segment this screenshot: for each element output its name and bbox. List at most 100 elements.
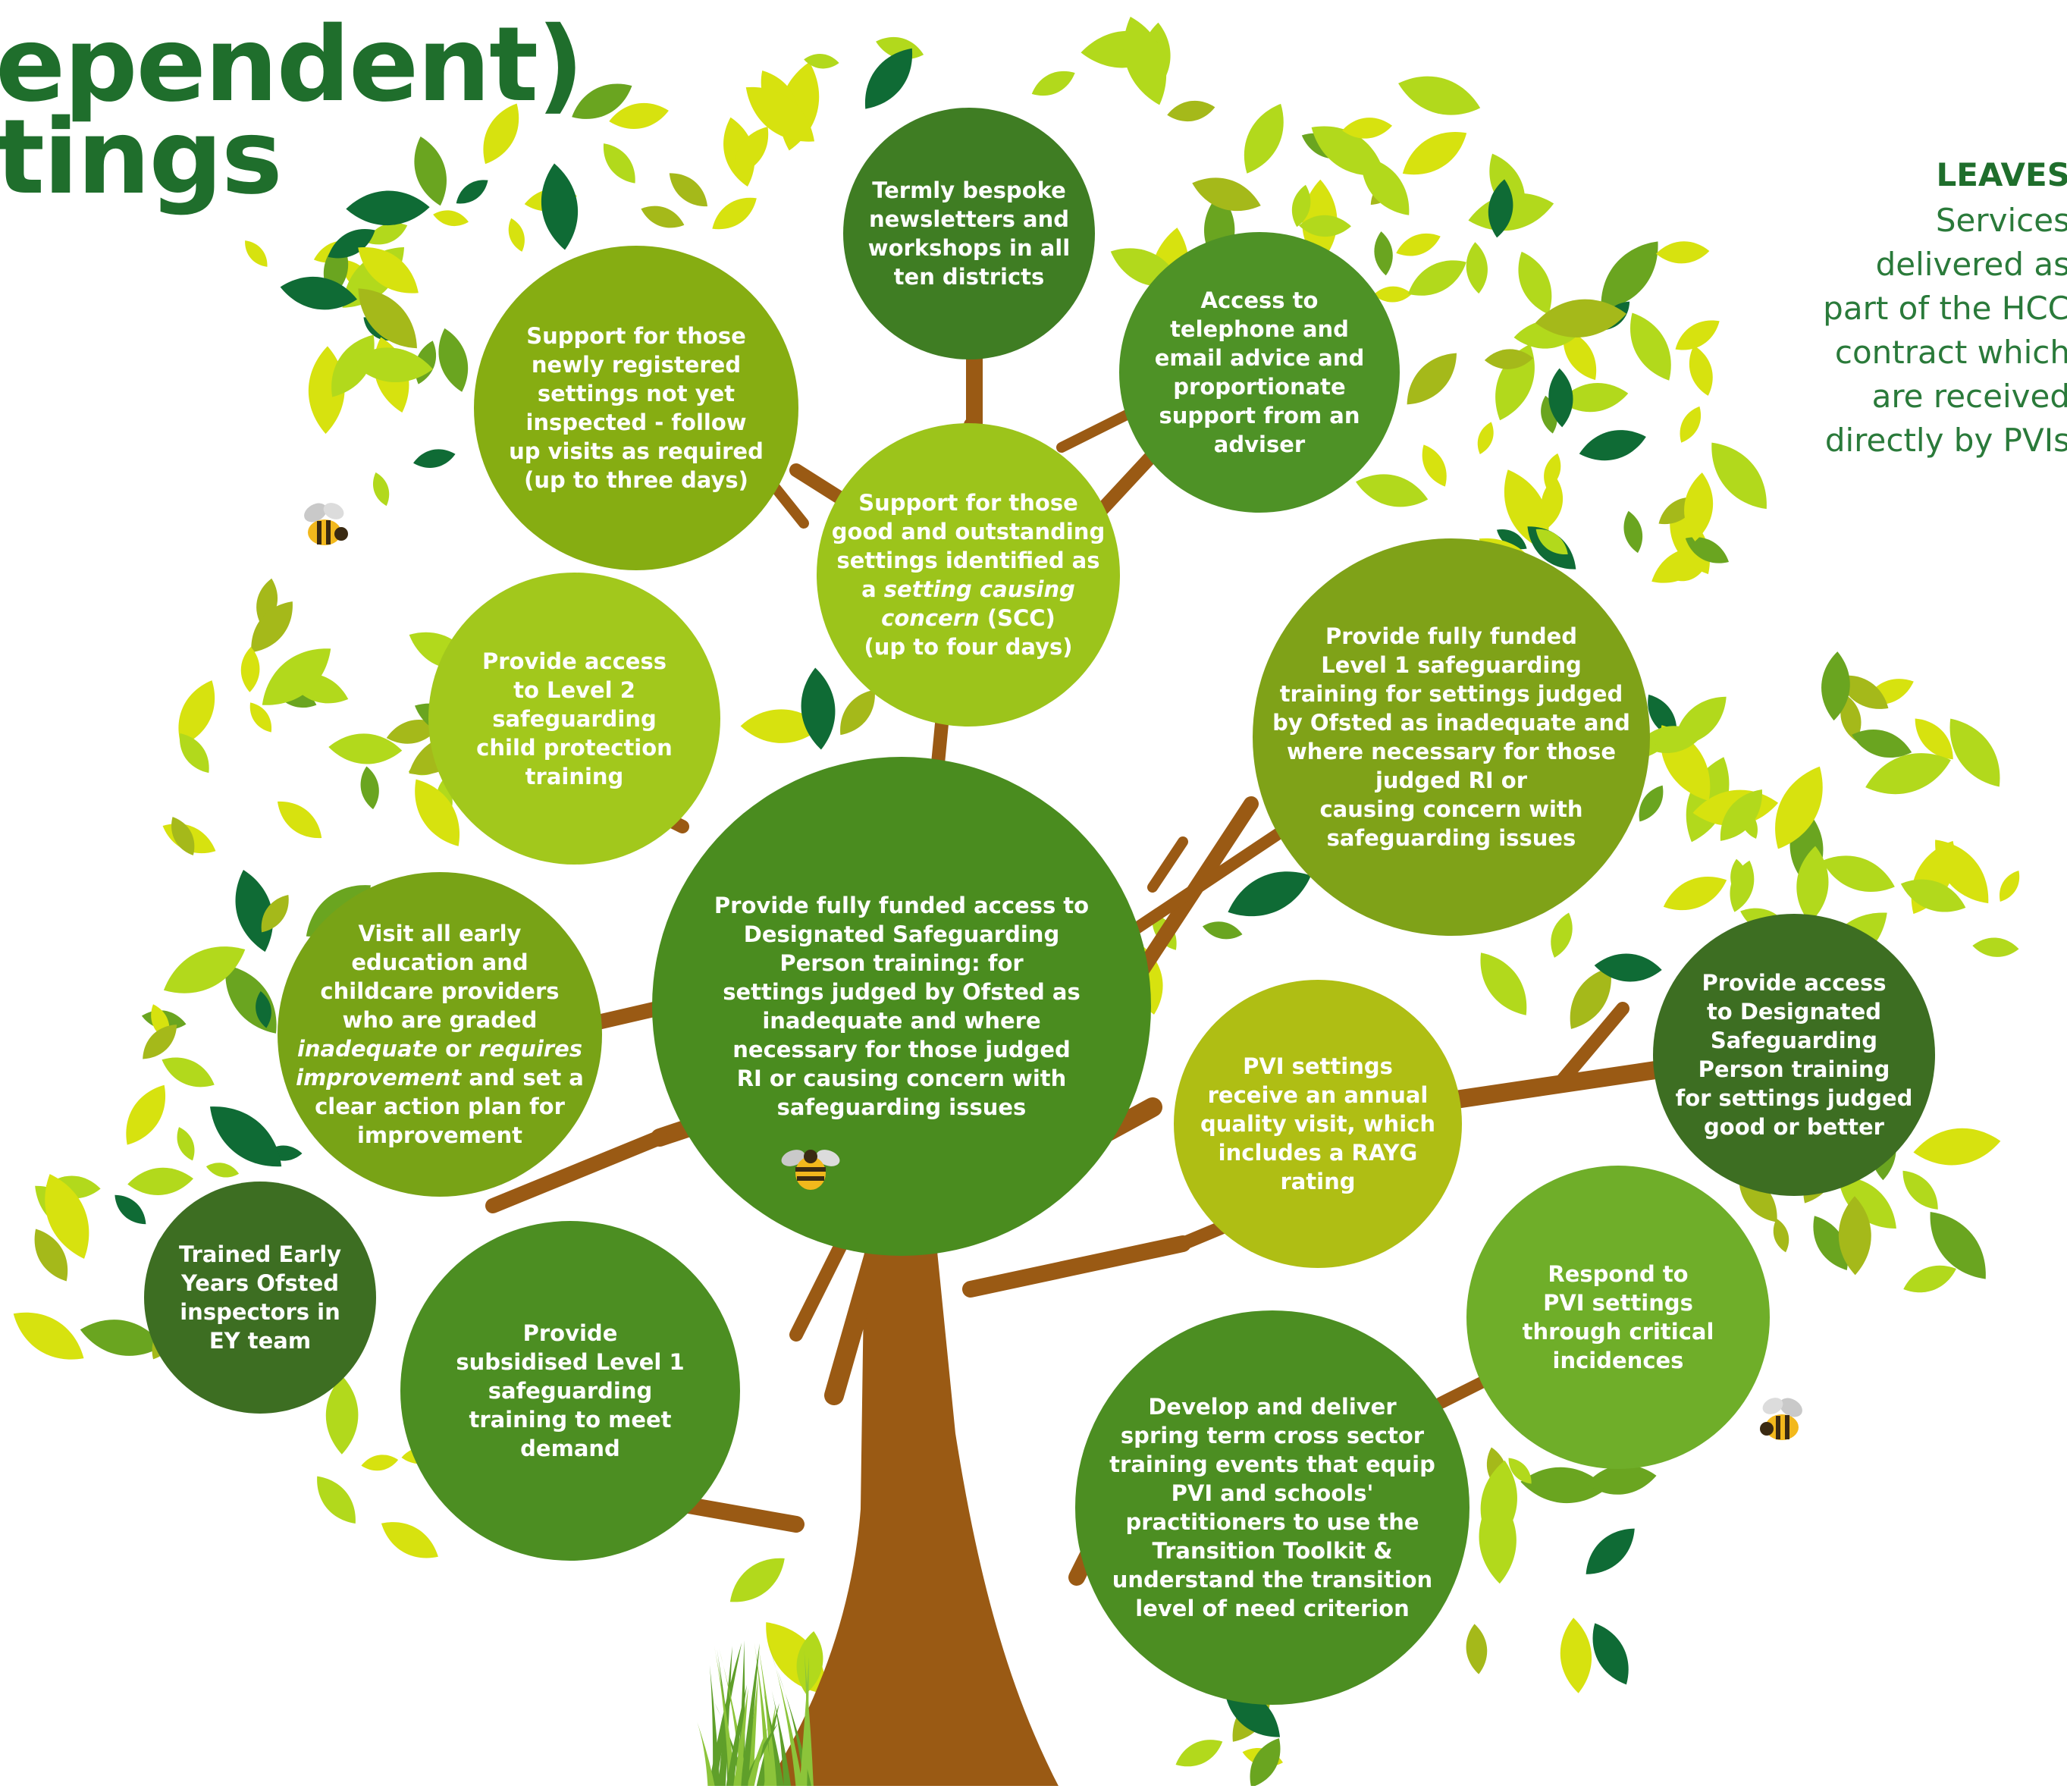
leaf <box>1586 1528 1635 1574</box>
circle-text: Respond to PVI settings through critical… <box>1522 1261 1714 1373</box>
leaf <box>1551 912 1573 958</box>
legend-description: Services delivered as part of the HCC co… <box>1823 202 2067 459</box>
leaf <box>740 709 823 743</box>
leaf <box>1228 871 1311 917</box>
circle-text: Support for those newly registered setti… <box>509 323 764 493</box>
leaf <box>1373 286 1413 303</box>
leaf <box>729 1558 785 1602</box>
circle-visit-providers: Visit all early education and childcare … <box>278 872 602 1197</box>
leaf <box>143 1025 177 1059</box>
leaf <box>177 1127 195 1161</box>
circle-text: Visit all early education and childcare … <box>296 919 584 1150</box>
leaf <box>483 103 519 165</box>
leaf <box>360 766 379 810</box>
leaf <box>317 1476 356 1524</box>
leaf <box>1900 879 1966 912</box>
branch <box>1124 821 1295 939</box>
circle-text-part: Support for those good and outstanding s… <box>831 490 1106 602</box>
leaf <box>1592 1623 1629 1685</box>
leaf <box>1630 312 1671 381</box>
grass-blade <box>725 1684 748 1790</box>
leaf <box>712 197 757 230</box>
leaf <box>508 218 525 252</box>
leaf <box>1601 241 1658 310</box>
circle-text-emphasis: setting causing concern <box>881 576 1075 631</box>
circle-setting-causing-concern: Support for those good and outstanding s… <box>817 423 1120 727</box>
bee-icon <box>304 503 348 545</box>
circle-text-emphasis: improvement <box>296 1065 462 1091</box>
leaf <box>609 102 669 129</box>
circle-level2-safeguarding: Provide access to Level 2 safeguarding c… <box>428 573 720 865</box>
leaf <box>1480 1460 1517 1547</box>
leaf <box>1480 952 1527 1015</box>
leaf <box>34 1229 68 1282</box>
circle-text-emphasis: inadequate <box>296 1036 438 1062</box>
leaf <box>1730 860 1755 912</box>
grass-blade <box>709 1665 720 1790</box>
leaf <box>249 702 272 733</box>
leaf <box>1949 718 2000 787</box>
leaf <box>1775 766 1823 849</box>
leaf <box>1123 16 1167 105</box>
leaf <box>205 1163 240 1178</box>
leaf <box>804 54 839 69</box>
circle-subsidised-level1: Provide subsidised Level 1 safeguarding … <box>400 1221 740 1561</box>
leaf <box>734 127 769 176</box>
circle-dsp-good-or-better: Provide access to Designated Safeguardin… <box>1653 914 1935 1196</box>
leaf <box>1852 729 1912 758</box>
leaf <box>1623 510 1643 554</box>
leaf <box>280 276 357 310</box>
leaf <box>1396 233 1441 256</box>
leaf <box>179 733 209 774</box>
circle-text-part: (SCC) (up to four days) <box>864 605 1073 660</box>
grass-blade <box>771 1690 792 1790</box>
leaf <box>572 83 632 119</box>
leaf <box>1741 808 1758 840</box>
circle-text: Provide access to Designated Safeguardin… <box>1675 970 1913 1140</box>
circle-text: Provide subsidised Level 1 safeguarding … <box>456 1320 685 1461</box>
leaf <box>1535 529 1568 554</box>
circle-text: Develop and deliver spring term cross se… <box>1109 1394 1435 1621</box>
leaf <box>1250 1738 1281 1787</box>
leaf <box>414 136 447 206</box>
leaf <box>277 801 322 839</box>
leaf <box>456 180 488 204</box>
leaf <box>541 163 579 250</box>
branch <box>1435 1374 1492 1409</box>
leaf <box>1559 383 1629 413</box>
branch <box>1147 836 1188 893</box>
leaf <box>1202 921 1243 940</box>
leaf <box>1639 785 1664 822</box>
grass-blade <box>799 1656 809 1790</box>
circle-text-part: and set a clear action plan for improvem… <box>315 1065 584 1148</box>
leaf <box>1355 474 1429 507</box>
leaf <box>240 647 260 692</box>
leaf <box>126 1084 165 1145</box>
leaf <box>358 288 417 349</box>
leaf <box>1291 184 1311 228</box>
leaf <box>1361 156 1410 215</box>
circle-text: Termly bespoke newsletters and workshops… <box>867 177 1071 290</box>
leaf-cluster <box>13 16 2020 1787</box>
leaf <box>1548 368 1573 428</box>
leaf <box>245 240 268 267</box>
leaf <box>1915 718 1953 760</box>
leaf <box>1680 406 1702 443</box>
leaf <box>1535 299 1627 337</box>
trunk <box>762 1244 1062 1792</box>
leaf <box>1342 118 1393 139</box>
leaf <box>13 1312 84 1360</box>
leaf <box>328 229 375 259</box>
leaf <box>365 223 408 245</box>
leaf <box>361 1455 399 1471</box>
bee-icon <box>1760 1398 1802 1440</box>
leaf <box>1821 651 1850 721</box>
leaf <box>1773 1218 1789 1253</box>
circle-pvi-annual-visit: PVI settings receive an annual quality v… <box>1174 980 1462 1268</box>
leaf <box>178 680 215 746</box>
leaf <box>801 667 836 750</box>
leaf <box>1656 241 1710 264</box>
leaf <box>325 1376 359 1455</box>
legend-heading: LEAVES <box>1936 156 2067 193</box>
